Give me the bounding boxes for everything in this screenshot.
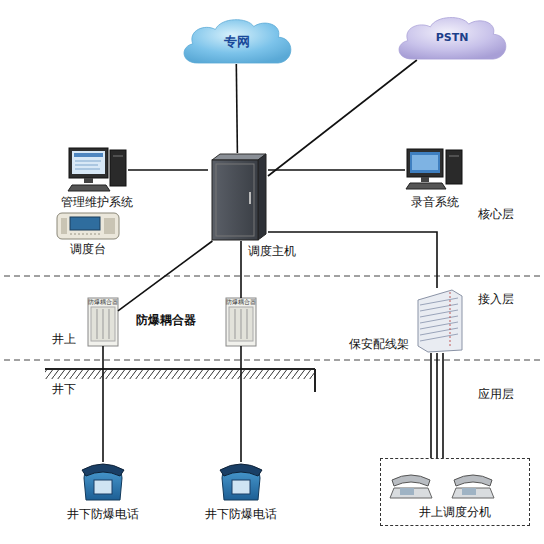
layer-label: 核心层: [478, 208, 514, 222]
node-text: 调度主机: [248, 245, 308, 259]
part-label: 防爆耦合器: [136, 314, 196, 328]
coupler-icon: [226, 298, 256, 346]
phone-icon: [220, 464, 262, 500]
connector-line: [118, 241, 212, 311]
computer-icon: [406, 149, 462, 189]
computer-icon: [68, 148, 126, 191]
phone-icon: [82, 464, 124, 500]
node-text: 录音系统: [385, 196, 485, 210]
coupler-icon: [88, 298, 118, 346]
node-text: 井下防爆电话: [185, 508, 296, 522]
connector-line: [236, 64, 237, 153]
device-node: 管理维护系统: [66, 146, 128, 192]
connector-line: [431, 353, 443, 458]
connector-line: [240, 241, 242, 298]
layer-divider: [4, 276, 540, 277]
node-text: 管理维护系统: [42, 196, 152, 210]
device-node: 录音系统: [405, 148, 465, 190]
zone-label: 井下: [52, 383, 76, 397]
node-text: 防爆耦合器: [88, 299, 118, 306]
ground-line: [314, 369, 316, 392]
node-text: 井上调度分机: [381, 506, 529, 520]
device-node: 调度主机: [208, 153, 268, 241]
node-text: PSTN: [393, 32, 511, 45]
device-node: 防爆耦合器: [226, 298, 256, 346]
ground-line: [45, 368, 315, 370]
distribution-frame-icon: [418, 290, 462, 352]
layer-divider: [4, 360, 540, 361]
layer-label: 应用层: [478, 388, 514, 402]
zone-label: 井上: [52, 333, 76, 347]
cloud-node: PSTN: [393, 14, 511, 60]
device-node: 井下防爆电话: [218, 462, 263, 502]
device-node: 井下防爆电话: [80, 462, 125, 502]
device-node: 保安配线架: [413, 288, 465, 353]
desk-phone-icon: [452, 475, 494, 498]
cloud-node: 专网: [178, 16, 296, 64]
layer-label: 接入层: [478, 293, 514, 307]
node-text: 调度台: [38, 243, 138, 257]
node-text: 井下防爆电话: [47, 508, 158, 522]
connector-line: [268, 169, 405, 171]
desk-phone-icon: [390, 475, 432, 498]
node-text: 防爆耦合器: [226, 299, 256, 306]
ground-hatch: [45, 370, 315, 379]
cabinet-icon: [212, 154, 266, 240]
connector-line: [268, 232, 437, 288]
device-node: 调度台: [56, 212, 120, 240]
connector-line: [240, 346, 242, 462]
group-box: 井上调度分机: [380, 458, 530, 526]
connector-line: [128, 169, 208, 171]
console-icon: [57, 213, 119, 239]
connector-line: [102, 346, 104, 462]
node-text: 专网: [178, 35, 296, 50]
node-text: 保安配线架: [341, 338, 409, 352]
device-node: 防爆耦合器: [88, 298, 118, 346]
connector-line: [268, 60, 417, 176]
